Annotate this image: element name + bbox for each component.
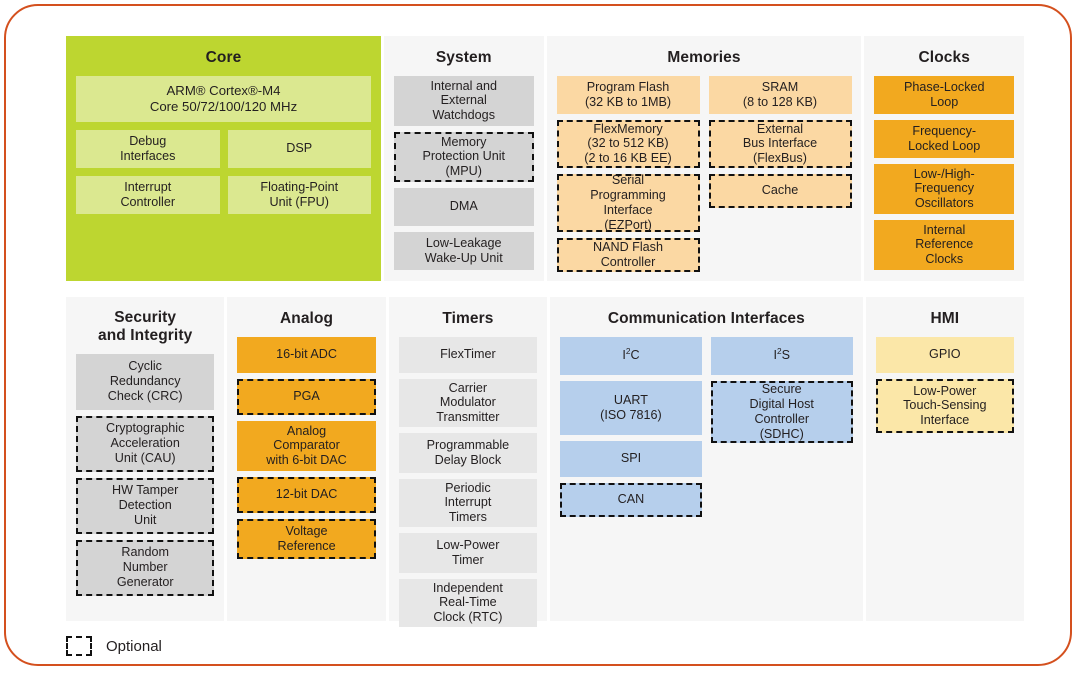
block-gpio[interactable]: GPIO (875, 336, 1014, 373)
block-program-flash[interactable]: Program Flash(32 KB to 1MB) (556, 75, 700, 114)
block-i2c[interactable]: I2C (560, 336, 702, 375)
panel-core: Core ARM® Cortex®-M4 Core 50/72/100/120 … (66, 36, 381, 281)
panel-memories-title: Memories (667, 49, 741, 66)
panel-core-title: Core (205, 49, 242, 66)
communication-left-column: I2C UART(ISO 7816) SPI CAN (560, 336, 702, 517)
core-cpu-line1: ARM® Cortex®-M4 (166, 83, 281, 99)
legend: Optional (66, 636, 162, 656)
block-dsp[interactable]: DSP (227, 129, 371, 168)
block-flextimer[interactable]: FlexTimer (398, 336, 538, 373)
block-dma[interactable]: DMA (393, 187, 534, 226)
block-uart[interactable]: UART(ISO 7816) (560, 380, 702, 435)
block-12bit-dac[interactable]: 12-bit DAC (237, 476, 376, 513)
block-i2s[interactable]: I2S (710, 336, 853, 375)
block-diagram: Core ARM® Cortex®-M4 Core 50/72/100/120 … (66, 36, 1024, 627)
block-frequency-locked-loop[interactable]: Frequency-Locked Loop (874, 119, 1014, 158)
block-pga[interactable]: PGA (237, 378, 376, 415)
panel-communication-interfaces: Communication Interfaces I2C UART(ISO 78… (550, 297, 863, 621)
panel-communication-title: Communication Interfaces (607, 310, 805, 327)
block-16bit-adc[interactable]: 16-bit ADC (237, 336, 376, 373)
memories-left-column: Program Flash(32 KB to 1MB) FlexMemory(3… (556, 75, 700, 272)
legend-optional-label: Optional (106, 637, 162, 655)
panel-memories: Memories Program Flash(32 KB to 1MB) Fle… (546, 36, 862, 281)
panel-clocks-title: Clocks (918, 49, 970, 66)
panel-memories-body: Program Flash(32 KB to 1MB) FlexMemory(3… (556, 75, 852, 273)
diagram-frame: Core ARM® Cortex®-M4 Core 50/72/100/120 … (4, 4, 1072, 666)
panel-hmi-title: HMI (930, 310, 960, 327)
block-arm-cortex-m4[interactable]: ARM® Cortex®-M4 Core 50/72/100/120 MHz (76, 75, 371, 122)
core-cpu-line2: Core 50/72/100/120 MHz (149, 98, 298, 114)
block-cache[interactable]: Cache (708, 173, 852, 208)
panel-core-body: ARM® Cortex®-M4 Core 50/72/100/120 MHz D… (76, 75, 371, 273)
panel-system-title: System (435, 49, 492, 66)
optional-swatch-icon (66, 636, 92, 656)
panel-timers-title: Timers (442, 310, 494, 327)
block-can[interactable]: CAN (560, 482, 702, 517)
block-spi[interactable]: SPI (560, 440, 702, 477)
panel-row-top: Core ARM® Cortex®-M4 Core 50/72/100/120 … (66, 36, 1024, 281)
block-flexmemory[interactable]: FlexMemory(32 to 512 KB)(2 to 16 KB EE) (556, 119, 700, 168)
panel-analog-title: Analog (279, 310, 334, 327)
block-sram[interactable]: SRAM(8 to 128 KB) (708, 75, 852, 114)
